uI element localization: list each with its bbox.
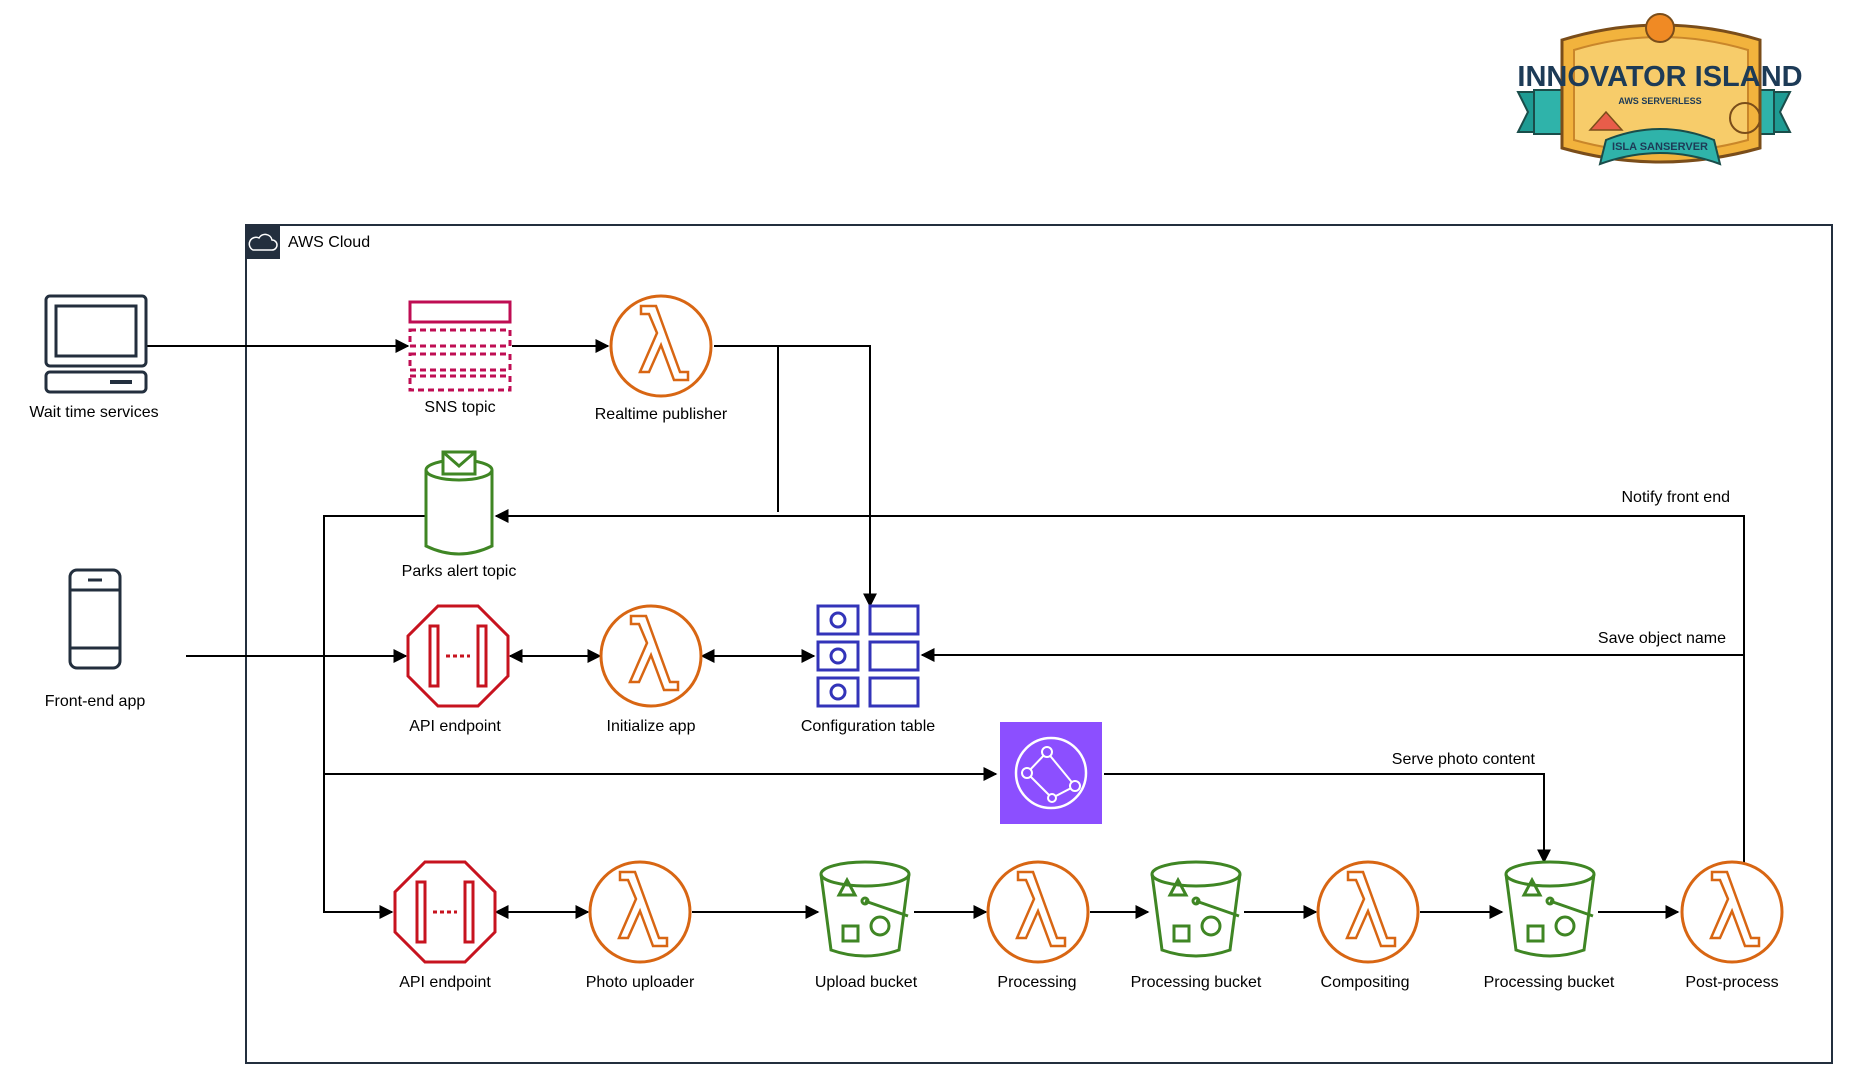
- initialize-app-label: Initialize app: [607, 718, 696, 735]
- sns-alert-topic-icon: [424, 450, 494, 556]
- sns-topic-label: SNS topic: [424, 399, 495, 416]
- compositing-node: Compositing: [1316, 860, 1420, 991]
- edge-notify-front-end: [494, 509, 1745, 905]
- edge-publisher-to-table: [714, 345, 877, 608]
- cloudfront-node: [1000, 722, 1102, 824]
- compositing-label: Compositing: [1321, 974, 1410, 991]
- cloud-icon: [248, 233, 278, 251]
- edge-serve-photo-content: [1104, 773, 1551, 864]
- configuration-table-node: Configuration table: [801, 604, 935, 735]
- sns-topic-node: SNS topic: [408, 300, 512, 416]
- edges: [146, 339, 1745, 919]
- upload-bucket-node: Upload bucket: [815, 860, 918, 991]
- dynamodb-table-icon: [816, 604, 920, 708]
- photo-uploader-node: Photo uploader: [586, 860, 695, 991]
- wait-time-services-label: Wait time services: [29, 404, 158, 421]
- notify-front-end-label: Notify front end: [1622, 489, 1731, 506]
- api-gateway-icon: [393, 860, 497, 964]
- lambda-icon: [1680, 860, 1784, 964]
- parks-alert-topic-node: Parks alert topic: [402, 450, 517, 580]
- logo-ribbon-text: ISLA SANSERVER: [1612, 141, 1708, 153]
- lambda-icon: [986, 860, 1090, 964]
- api-endpoint-1-label: API endpoint: [409, 718, 501, 735]
- parks-alert-topic-label: Parks alert topic: [402, 563, 517, 580]
- aws-cloud-group: AWS Cloud: [245, 224, 1833, 1064]
- mobile-phone-icon: [68, 568, 122, 670]
- lambda-icon: [599, 604, 703, 708]
- wait-time-services-node: Wait time services: [29, 294, 159, 421]
- serve-photo-content-label: Serve photo content: [1392, 751, 1536, 768]
- post-process-node: Post-process: [1680, 860, 1784, 991]
- lambda-icon: [588, 860, 692, 964]
- realtime-publisher-label: Realtime publisher: [595, 406, 728, 423]
- post-process-label: Post-process: [1685, 974, 1778, 991]
- sns-topic-icon: [408, 300, 512, 392]
- api-endpoint-2-label: API endpoint: [399, 974, 491, 991]
- api-gateway-icon: [406, 604, 510, 708]
- realtime-publisher-node: Realtime publisher: [595, 294, 728, 423]
- s3-bucket-icon: [819, 860, 911, 958]
- configuration-table-label: Configuration table: [801, 718, 935, 735]
- processing-label: Processing: [997, 974, 1076, 991]
- s3-bucket-icon: [1150, 860, 1242, 958]
- cloudfront-icon: [1000, 722, 1102, 824]
- processing-bucket-2-node: Processing bucket: [1484, 860, 1615, 991]
- save-object-name-label: Save object name: [1598, 630, 1726, 647]
- desktop-computer-icon: [44, 294, 148, 394]
- photo-uploader-label: Photo uploader: [586, 974, 695, 991]
- lambda-icon: [1316, 860, 1420, 964]
- logo-title: INNOVATOR ISLAND: [1517, 61, 1802, 93]
- processing-bucket-2-label: Processing bucket: [1484, 974, 1615, 991]
- api-endpoint-2-node: API endpoint: [393, 860, 497, 991]
- front-end-app-node: Front-end app: [45, 568, 146, 710]
- lambda-icon: [609, 294, 713, 398]
- initialize-app-node: Initialize app: [599, 604, 703, 735]
- processing-bucket-1-node: Processing bucket: [1131, 860, 1262, 991]
- upload-bucket-label: Upload bucket: [815, 974, 918, 991]
- processing-node: Processing: [986, 860, 1090, 991]
- s3-bucket-icon: [1504, 860, 1596, 958]
- edge-alert-to-api2: [323, 515, 426, 919]
- aws-cloud-label: AWS Cloud: [288, 234, 370, 251]
- processing-bucket-1-label: Processing bucket: [1131, 974, 1262, 991]
- front-end-app-label: Front-end app: [45, 693, 146, 710]
- api-endpoint-1-node: API endpoint: [406, 604, 510, 735]
- logo-subtitle: AWS SERVERLESS: [1618, 96, 1701, 106]
- innovator-island-logo: INNOVATOR ISLAND AWS SERVERLESS ISLA SAN…: [1516, 13, 1803, 166]
